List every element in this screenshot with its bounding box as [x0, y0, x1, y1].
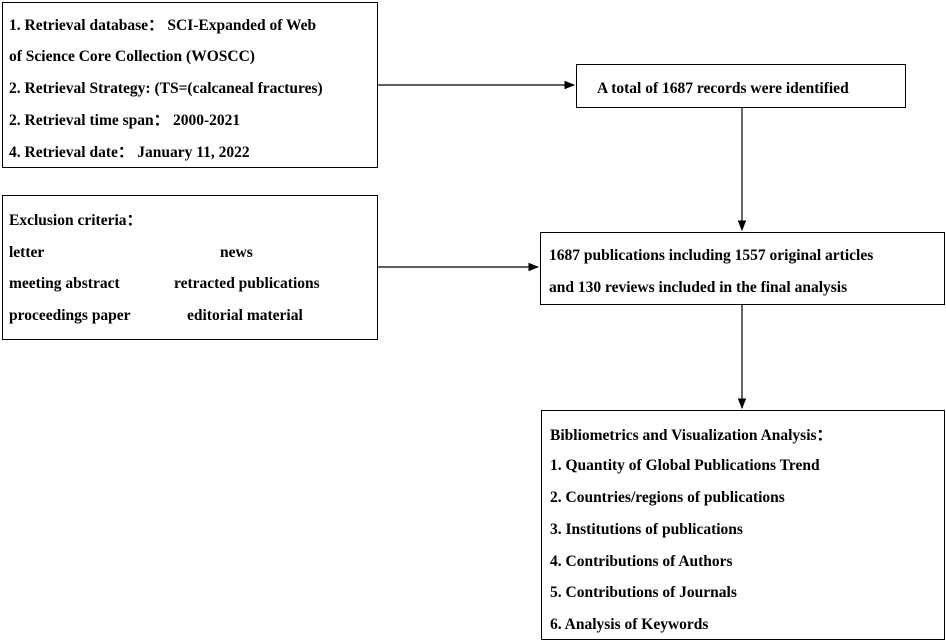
retrieval-line-4: 2. Retrieval time span： 2000-2021	[9, 112, 241, 129]
included-line-2: and 130 reviews included in the final an…	[549, 279, 848, 296]
exclusion-box: Exclusion criteria： letter meeting abstr…	[2, 195, 378, 340]
analysis-item-6: 6. Analysis of Keywords	[550, 616, 709, 633]
exclusion-item-letter: letter	[9, 244, 45, 261]
analysis-item-2: 2. Countries/regions of publications	[550, 489, 785, 506]
identified-box: A total of 1687 records were identified	[576, 64, 906, 108]
exclusion-item-meeting-abstract: meeting abstract	[9, 275, 120, 292]
included-line-1: 1687 publications including 1557 origina…	[549, 247, 874, 264]
identified-text: A total of 1687 records were identified	[597, 80, 849, 97]
analysis-item-4: 4. Contributions of Authors	[550, 553, 733, 570]
exclusion-item-editorial-material: editorial material	[187, 307, 303, 324]
included-box: 1687 publications including 1557 origina…	[540, 232, 945, 305]
exclusion-item-retracted-publications: retracted publications	[174, 275, 320, 292]
analysis-title: Bibliometrics and Visualization Analysis…	[550, 427, 833, 444]
retrieval-line-2: of Science Core Collection (WOSCC)	[9, 48, 255, 65]
exclusion-item-proceedings-paper: proceedings paper	[9, 307, 131, 324]
retrieval-line-3: 2. Retrieval Strategy: (TS=(calcaneal fr…	[9, 80, 323, 97]
retrieval-box: 1. Retrieval database： SCI-Expanded of W…	[2, 2, 378, 168]
retrieval-line-1: 1. Retrieval database： SCI-Expanded of W…	[9, 17, 317, 34]
analysis-box: Bibliometrics and Visualization Analysis…	[541, 410, 945, 640]
analysis-item-5: 5. Contributions of Journals	[550, 584, 737, 601]
exclusion-item-news: news	[220, 244, 253, 261]
retrieval-line-5: 4. Retrieval date： January 11, 2022	[9, 144, 250, 161]
analysis-item-3: 3. Institutions of publications	[550, 521, 743, 538]
exclusion-title: Exclusion criteria：	[9, 212, 143, 229]
analysis-item-1: 1. Quantity of Global Publications Trend	[550, 457, 820, 474]
